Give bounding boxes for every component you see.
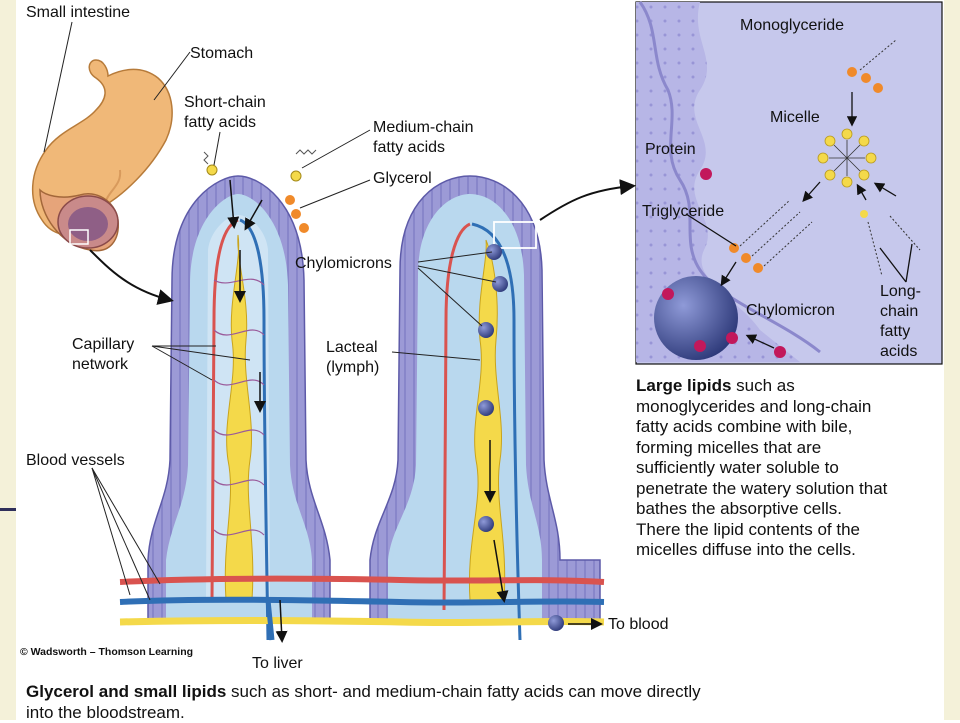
inset-label-triglyceride: Triglyceride bbox=[642, 203, 725, 220]
inset-label-chain: chain bbox=[880, 303, 919, 320]
large-lipids-line-1: monoglycerides and long-chain bbox=[636, 396, 872, 416]
bottom-caption-rest: such as short- and medium-chain fatty ac… bbox=[226, 682, 701, 701]
large-lipids-line-7: There the lipid contents of the bbox=[636, 519, 860, 539]
label-medium-chain-1: Medium-chain bbox=[373, 119, 474, 136]
label-to-blood: To blood bbox=[608, 616, 669, 633]
label-blood-vessels: Blood vessels bbox=[26, 452, 125, 469]
label-short-chain-1: Short-chain bbox=[184, 94, 266, 111]
fatty-acid-molecules bbox=[203, 149, 317, 233]
stomach-illustration bbox=[31, 59, 173, 252]
label-lacteal: Lacteal bbox=[326, 339, 378, 356]
label-chylomicrons: Chylomicrons bbox=[295, 255, 392, 272]
bottom-caption-bold: Glycerol and small lipids bbox=[26, 682, 227, 701]
large-lipids-line-2: fatty acids combine with bile, bbox=[636, 417, 853, 436]
label-network: network bbox=[72, 356, 129, 373]
large-lipids-line-3: forming micelles that are bbox=[636, 437, 822, 457]
large-lipids-line-0: such as bbox=[731, 376, 795, 395]
villus-left bbox=[147, 175, 331, 641]
label-short-chain-2: fatty acids bbox=[184, 114, 257, 131]
label-medium-chain-2: fatty acids bbox=[373, 139, 446, 156]
copyright-credit: © Wadsworth – Thomson Learning bbox=[20, 646, 194, 658]
bottom-caption-line2: into the bloodstream. bbox=[26, 702, 185, 722]
large-lipids-bold: Large lipids bbox=[636, 376, 732, 395]
slide-accent-line bbox=[0, 508, 22, 511]
label-small-intestine: Small intestine bbox=[26, 4, 131, 21]
large-lipids-line-6: bathes the absorptive cells. bbox=[636, 499, 843, 518]
label-glycerol: Glycerol bbox=[373, 170, 432, 187]
inset-label-long: Long- bbox=[880, 283, 921, 300]
label-capillary: Capillary bbox=[72, 336, 135, 353]
large-lipids-caption: Large lipids such as monoglycerides and … bbox=[636, 376, 944, 561]
large-lipids-line-8: micelles diffuse into the cells. bbox=[636, 540, 856, 559]
inset-label-fatty: fatty bbox=[880, 323, 911, 340]
arrows bbox=[89, 179, 636, 643]
inset-panel bbox=[635, 1, 943, 365]
micelle-graphic bbox=[817, 128, 877, 188]
label-to-liver: To liver bbox=[252, 655, 303, 672]
inset-label-acids: acids bbox=[880, 343, 918, 360]
inset-label-chylomicron: Chylomicron bbox=[746, 302, 835, 319]
large-lipids-line-4: sufficiently water soluble to bbox=[636, 458, 839, 477]
bottom-caption: Glycerol and small lipids such as short-… bbox=[26, 682, 926, 723]
large-lipids-line-5: penetrate the watery solution that bbox=[636, 478, 888, 498]
leader-lines bbox=[43, 21, 497, 601]
chylomicron-dots bbox=[478, 244, 564, 631]
label-stomach: Stomach bbox=[190, 45, 254, 62]
base-tissue bbox=[119, 575, 605, 641]
villus-right bbox=[369, 175, 601, 641]
inset-label-micelle: Micelle bbox=[770, 109, 820, 126]
label-lymph: (lymph) bbox=[326, 359, 380, 376]
inset-label-protein: Protein bbox=[645, 141, 696, 158]
inset-label-monoglyceride: Monoglyceride bbox=[740, 17, 845, 34]
